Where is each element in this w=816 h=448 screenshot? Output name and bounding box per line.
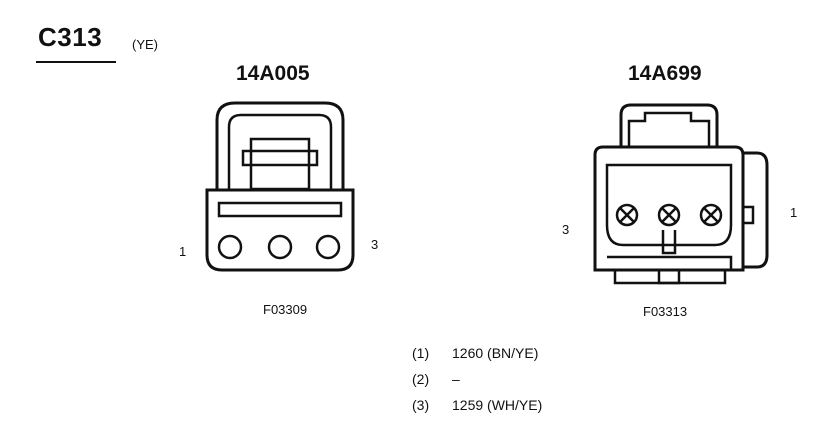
right-pin-2	[657, 203, 681, 227]
connector-color: (YE)	[132, 37, 158, 52]
left-pin-label-left: 1	[179, 244, 187, 259]
pinout-row: (3) 1259 (WH/YE)	[412, 397, 542, 413]
connector-id: C313	[38, 22, 103, 52]
right-pin-label-right: 1	[790, 205, 798, 220]
right-pin-3	[615, 203, 639, 227]
pinout-desc: 1260 (BN/YE)	[452, 345, 539, 361]
connector-id-underline	[36, 61, 116, 63]
left-pin-1	[217, 234, 243, 260]
pinout-desc: 1259 (WH/YE)	[452, 397, 543, 413]
right-pin-label-left: 3	[562, 222, 570, 237]
left-part-number: 14A005	[236, 62, 310, 85]
right-pin-1	[699, 203, 723, 227]
left-pin-2	[267, 234, 293, 260]
pinout-row: (1) 1260 (BN/YE)	[412, 345, 542, 361]
pinout-num: (3)	[412, 397, 430, 413]
right-connector-drawing	[593, 103, 769, 285]
pinout-num: (1)	[412, 345, 430, 361]
left-pin-3	[315, 234, 341, 260]
left-pin-label-right: 3	[371, 237, 379, 252]
left-connector-drawing	[205, 101, 355, 272]
pinout-row: (2) –	[412, 371, 542, 387]
right-figure-code: F03313	[643, 304, 688, 319]
pinout-num: (2)	[412, 371, 430, 387]
left-figure-code: F03309	[263, 302, 308, 317]
pinout-desc: –	[452, 371, 460, 387]
right-part-number: 14A699	[628, 62, 702, 85]
pinout-list: (1) 1260 (BN/YE) (2) – (3) 1259 (WH/YE)	[412, 345, 542, 413]
